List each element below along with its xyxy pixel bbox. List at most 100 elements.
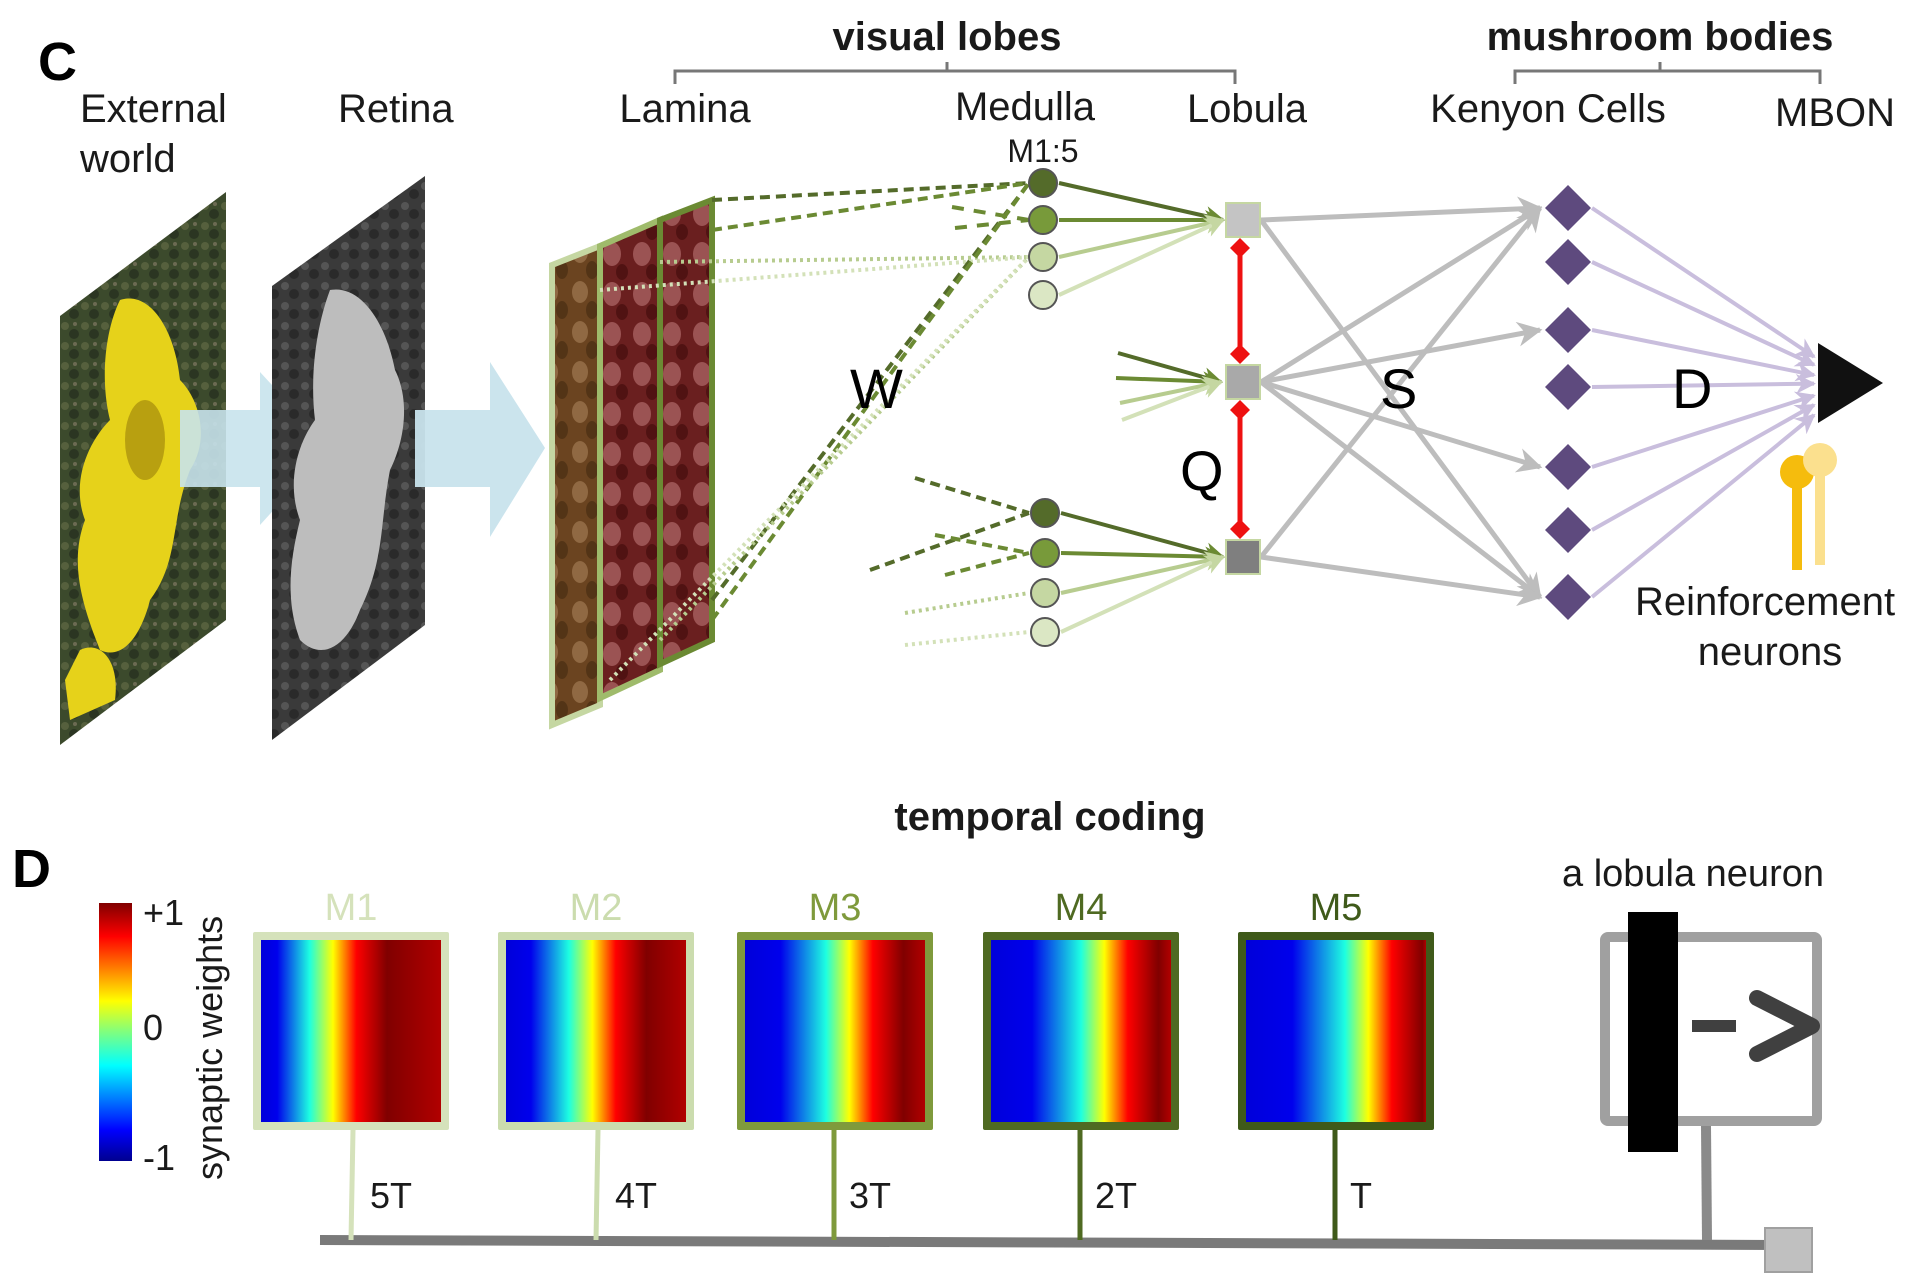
medulla-neuron (1030, 617, 1060, 647)
medulla-to-lobula-arrow (1058, 214, 1225, 259)
lobula-neuron-output (1764, 1227, 1813, 1273)
lobula-neuron-label: a lobula neuron (1562, 853, 1824, 895)
retina-label: Retina (338, 87, 454, 131)
map-label: M1 (325, 887, 378, 929)
medulla-input-line (934, 533, 1030, 555)
medulla-neuron (1030, 578, 1060, 608)
map-label: M2 (570, 887, 623, 929)
kenyon-to-mbon-arrow (1591, 391, 1816, 469)
retina-image (272, 176, 425, 740)
medulla-units-label: M1:5 (1007, 133, 1078, 169)
lamina-stack (549, 195, 715, 730)
weight-q-label: Q (1180, 439, 1224, 502)
panel-d-label: D (12, 839, 51, 899)
colorbar-mid-label: 0 (143, 1007, 163, 1048)
medulla-input-line (904, 630, 1030, 647)
medulla-to-lobula-arrow (1060, 555, 1225, 634)
lobula-to-kenyon-arrow (1259, 206, 1542, 559)
kenyon-cells-label: Kenyon Cells (1430, 87, 1666, 131)
colorbar-axis-label: synaptic weights (189, 916, 230, 1180)
panel-c-label: C (38, 32, 77, 92)
medulla-to-lobula-arrow (1058, 218, 1225, 297)
lamina-to-medulla-line (711, 181, 1030, 232)
medulla-input-line (944, 551, 1030, 577)
receptive-field-map (1246, 940, 1426, 1122)
external-world-label-line2: world (79, 137, 176, 181)
map-label: M5 (1310, 887, 1363, 929)
mushroom-bodies-label: mushroom bodies (1487, 15, 1834, 59)
map-label: M3 (809, 887, 862, 929)
medulla-label: Medulla (955, 85, 1096, 129)
external-world-label-line1: External (80, 87, 227, 131)
map-label: M4 (1055, 887, 1108, 929)
kenyon-cell (1545, 364, 1591, 410)
kenyon-cell (1545, 307, 1591, 353)
medulla-neuron (1030, 498, 1060, 528)
delay-line (348, 1129, 356, 1241)
medulla-to-lobula-arrow (1060, 511, 1225, 562)
moving-bar (1628, 912, 1678, 1152)
kenyon-to-mbon-arrow (1591, 328, 1816, 382)
medulla-neuron (1028, 168, 1058, 198)
colorbar-max-label: +1 (143, 892, 184, 933)
medulla-input-line (954, 218, 1030, 230)
lamina-to-medulla-line (658, 255, 1031, 642)
colorbar (99, 903, 132, 1161)
kenyon-cell (1545, 239, 1591, 285)
delay-line (593, 1129, 601, 1241)
mbon-neuron (1818, 343, 1883, 423)
connections (599, 181, 1816, 682)
medulla-neuron (1028, 242, 1058, 272)
delay-label: 3T (849, 1175, 891, 1216)
delay-label: 4T (615, 1175, 657, 1216)
medulla-input-line (904, 591, 1030, 615)
receptive-field-map (745, 940, 925, 1122)
medulla-neuron (1028, 205, 1058, 235)
medulla-input-line (951, 205, 1030, 222)
temporal-coding-title: temporal coding (894, 795, 1205, 839)
lobula-neuron (1225, 364, 1261, 400)
weight-s-label: S (1380, 357, 1417, 420)
external-world-image (60, 192, 226, 745)
lamina-to-medulla-line (710, 181, 1031, 622)
lobula-neuron (1225, 202, 1261, 238)
receptive-field-map (991, 940, 1171, 1122)
reinforcement-soma-2 (1803, 443, 1837, 477)
colorbar-min-label: -1 (143, 1137, 175, 1178)
lobula-neuron (1225, 539, 1261, 575)
kenyon-cell (1545, 185, 1591, 231)
lobula-to-kenyon-arrow (1260, 321, 1543, 385)
motion-arrow-icon (1749, 990, 1820, 1062)
weight-w-label: W (850, 357, 903, 420)
kenyon-to-mbon-arrow (1591, 373, 1816, 394)
lamina-label: Lamina (619, 87, 751, 131)
kenyon-cell (1545, 444, 1591, 490)
lamina-to-medulla-line (659, 255, 1030, 264)
lobula-to-kenyon-arrow (1259, 380, 1542, 599)
mbon-label: MBON (1775, 91, 1895, 135)
delay-label: T (1350, 1175, 1372, 1216)
reinforcement-stem-2 (1815, 460, 1825, 565)
medulla-to-lobula-arrow (1058, 181, 1225, 226)
weight-d-label: D (1672, 357, 1712, 420)
medulla-input-line (914, 476, 1030, 515)
timeline-bar (319, 1235, 1791, 1250)
kenyon-to-mbon-arrow (1590, 206, 1816, 359)
visual-lobes-bracket (673, 62, 1237, 84)
lamina-to-medulla-line (711, 181, 1030, 202)
reinforcement-stem-1 (1792, 470, 1802, 570)
lobula-neuron-stem (1701, 1125, 1712, 1241)
lobula-to-kenyon-arrow (1260, 554, 1543, 607)
lamina-layer-2 (597, 215, 663, 703)
medulla-to-lobula-arrow (1060, 551, 1225, 595)
reinforcement-neurons (1780, 443, 1837, 570)
medulla-to-lobula-arrow (1060, 546, 1225, 567)
lamina-to-medulla-line (599, 255, 1030, 292)
medulla-input-line (869, 511, 1030, 572)
receptive-field-map (261, 940, 441, 1122)
lamina-layer-3 (657, 195, 715, 669)
delay-label: 5T (370, 1175, 412, 1216)
kenyon-to-mbon-arrow (1590, 413, 1816, 599)
lamina-layer-1 (549, 241, 603, 730)
